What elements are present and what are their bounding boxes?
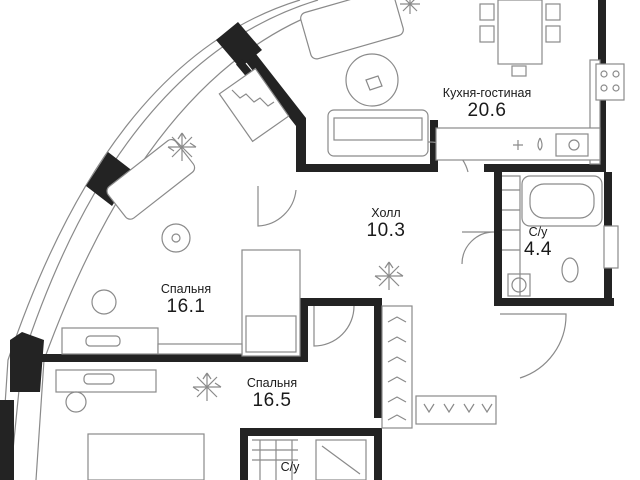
plant-icon [167, 132, 197, 161]
room-area: 20.6 [467, 100, 507, 121]
plant-icon [400, 0, 420, 14]
room-area: 4.4 [524, 239, 552, 260]
room-name: С/у [528, 225, 548, 239]
room-name: С/у [280, 460, 300, 474]
room-label-bedroom1: Спальня 16.1 [146, 282, 226, 318]
room-label-bath1: С/у 4.4 [508, 225, 568, 261]
plant-icons [167, 0, 420, 401]
kitchen-furniture [218, 0, 625, 165]
bath1-fixtures [502, 175, 619, 297]
room-name: Холл [371, 206, 401, 220]
hall-wardrobe [381, 305, 497, 429]
room-label-bath2: С/у [262, 460, 318, 474]
room-name: Кухня-гостиная [442, 86, 532, 100]
room-name: Спальня [246, 376, 298, 390]
facade-wall-blocks [0, 22, 262, 480]
room-area: 16.1 [166, 296, 206, 317]
plant-icon [374, 261, 404, 290]
room-area: 10.3 [366, 220, 406, 241]
room-area: 16.5 [252, 390, 292, 411]
room-name: Спальня [160, 282, 212, 296]
curved-facade [0, 0, 331, 480]
bedroom1-furniture [61, 138, 301, 357]
room-label-hall: Холл 10.3 [346, 206, 426, 242]
plant-icon [192, 372, 222, 401]
room-label-bedroom2: Спальня 16.5 [232, 376, 312, 412]
bath2-fixtures [252, 439, 367, 480]
room-label-kitchen-living: Кухня-гостиная 20.6 [428, 86, 546, 122]
bedroom2-furniture [55, 369, 205, 480]
